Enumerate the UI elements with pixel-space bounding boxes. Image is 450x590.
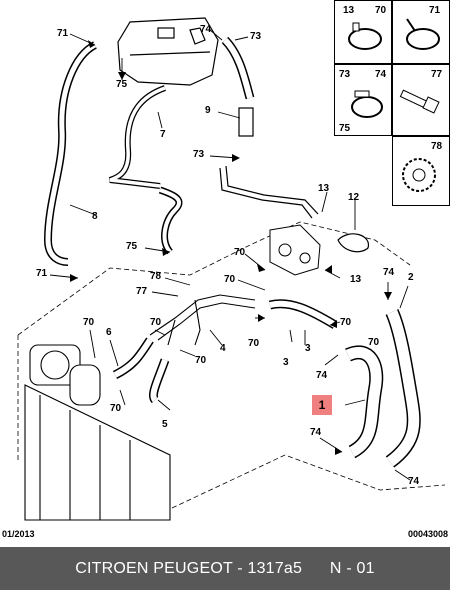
callout-77: 77 — [136, 286, 148, 297]
screw-clamp-icon — [351, 90, 383, 118]
grid-label: 71 — [429, 5, 441, 16]
callout-74: 74 — [383, 267, 395, 278]
metal-pipe — [219, 165, 319, 219]
arrow-heads — [70, 40, 392, 455]
grid-cell-washer-78: 78 — [392, 136, 450, 206]
caption-bar: CITROEN PEUGEOT - 1317a5 N - 01 — [0, 547, 450, 590]
cooling-hose-diagram — [17, 17, 446, 521]
spring-clamp-icon — [406, 18, 440, 50]
callout-74: 74 — [310, 427, 322, 438]
callout-70: 70 — [248, 338, 260, 349]
footer-code: 00043008 — [407, 529, 448, 539]
pipe-4 — [149, 294, 256, 346]
grid-label: 73 — [339, 69, 351, 80]
callout-70: 70 — [195, 355, 207, 366]
callout-74: 74 — [408, 476, 420, 487]
callout-3b: 3 — [283, 357, 289, 368]
callout-12: 12 — [348, 192, 360, 203]
callout-6: 6 — [106, 327, 112, 338]
grid-label: 75 — [339, 123, 351, 134]
callout-71: 71 — [36, 268, 48, 279]
grid-label: 77 — [431, 69, 443, 80]
callout-13: 13 — [350, 274, 362, 285]
callout-78: 78 — [150, 271, 162, 282]
grid-label: 13 — [343, 5, 355, 16]
grid-cell-clamp-13-70: 13 70 — [334, 0, 392, 64]
callout-8: 8 — [92, 211, 98, 222]
callout-70: 70 — [368, 337, 380, 348]
callout-9: 9 — [205, 105, 211, 116]
footer-date: 01/2013 — [2, 529, 35, 539]
callout-70: 70 — [83, 317, 95, 328]
caption-text: CITROEN PEUGEOT - 1317a5 N - 01 — [75, 559, 375, 577]
washer-icon — [402, 158, 436, 192]
callout-7: 7 — [160, 129, 166, 140]
callout-73: 73 — [250, 31, 262, 42]
grid-cell-bolt-77: 77 — [392, 64, 450, 136]
callout-3: 3 — [305, 343, 311, 354]
callout-75: 75 — [126, 241, 138, 252]
callout-70: 70 — [340, 317, 352, 328]
radiator — [24, 344, 171, 521]
callout-73: 73 — [193, 149, 205, 160]
callout-13: 13 — [318, 183, 330, 194]
grid-label: 74 — [375, 69, 387, 80]
callout-74: 74 — [200, 24, 212, 35]
grid-label: 78 — [431, 141, 443, 152]
callout-70: 70 — [110, 403, 122, 414]
grid-cell-clamp-73-74-75: 73 74 75 — [334, 64, 392, 136]
thermostat-housing — [269, 224, 321, 276]
dashed-guides — [17, 221, 446, 509]
callout-75: 75 — [116, 79, 128, 90]
expansion-reservoir — [117, 17, 219, 86]
bolt-icon — [399, 89, 440, 114]
grid-label: 70 — [375, 5, 387, 16]
callout-5: 5 — [162, 419, 168, 430]
grid-cell-clamp-71: 71 — [392, 0, 450, 64]
callout-70: 70 — [224, 274, 236, 285]
callout-1-badge: 1 — [312, 395, 332, 415]
callout-2: 2 — [408, 272, 414, 283]
callout-70: 70 — [234, 247, 246, 258]
callout-4: 4 — [220, 343, 226, 354]
hose-clamp-icon — [348, 22, 382, 50]
callout-71: 71 — [57, 28, 69, 39]
callout-70: 70 — [150, 317, 162, 328]
callout-74: 74 — [316, 370, 328, 381]
